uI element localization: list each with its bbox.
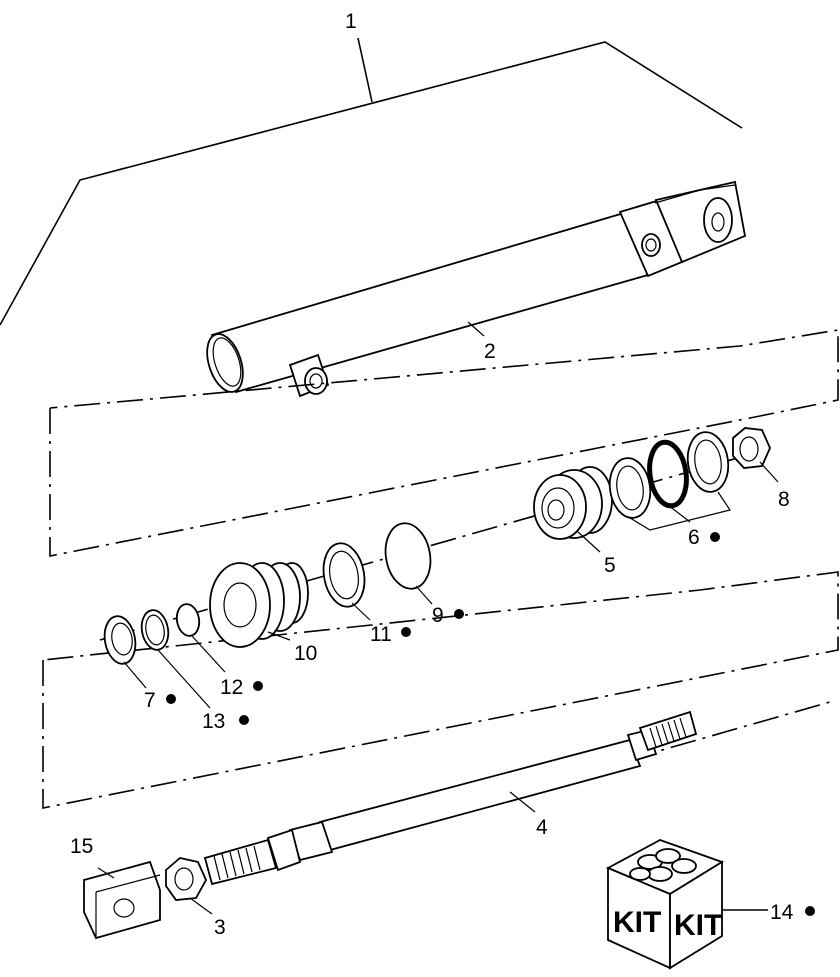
callout-labels: 1 2 3 4 5 6 7 8 9 10 11 12 13 14 15	[70, 10, 794, 939]
callout-5: 5	[604, 554, 616, 577]
cylinder-barrel	[206, 180, 747, 398]
bullet-marker-11	[401, 627, 411, 637]
clevis	[83, 860, 161, 940]
rod-thread-upper	[649, 717, 687, 748]
o-ring-12	[175, 603, 226, 673]
callout-13: 13	[202, 710, 225, 733]
callout-6: 6	[688, 526, 700, 549]
kit-label-right: KIT	[674, 909, 722, 942]
callout-11: 11	[370, 623, 392, 646]
dashed-frame-upper	[49, 329, 839, 557]
rod-thread-lower	[213, 845, 261, 881]
callout-9: 9	[432, 604, 444, 627]
o-ring-9	[384, 522, 433, 605]
callout-12: 12	[220, 676, 243, 699]
callout-2: 2	[484, 340, 496, 363]
callout-8: 8	[778, 488, 790, 511]
piston-seal-set	[608, 431, 731, 531]
wiper-seal-7	[103, 615, 147, 689]
bullet-marker-13	[239, 715, 249, 725]
kit-box: KIT KIT	[605, 839, 768, 970]
bullet-marker-9	[454, 609, 464, 619]
gland	[209, 562, 309, 648]
piston-nut	[732, 427, 779, 483]
rod-seal-13	[140, 609, 211, 709]
callout-10: 10	[294, 642, 317, 665]
dashed-frame-lower	[42, 571, 839, 809]
kit-label-left: KIT	[613, 906, 661, 939]
bullet-marker-6	[710, 532, 720, 542]
piston-rod	[203, 710, 698, 886]
bullet-marker-7	[166, 694, 176, 704]
bullet-marker-12	[253, 681, 263, 691]
kit-included-markers	[166, 532, 815, 916]
kit-contents	[629, 848, 697, 882]
bullet-marker-14	[805, 906, 815, 916]
assembly-bracket	[0, 37, 743, 326]
callout-15: 15	[70, 835, 93, 858]
piston	[533, 466, 613, 553]
callout-4: 4	[536, 816, 548, 839]
callout-14: 14	[770, 901, 794, 924]
backup-ring-11	[322, 542, 371, 621]
callout-3: 3	[214, 916, 226, 939]
callout-7: 7	[144, 689, 156, 712]
jam-nut	[165, 857, 213, 915]
callout-1: 1	[345, 10, 357, 33]
